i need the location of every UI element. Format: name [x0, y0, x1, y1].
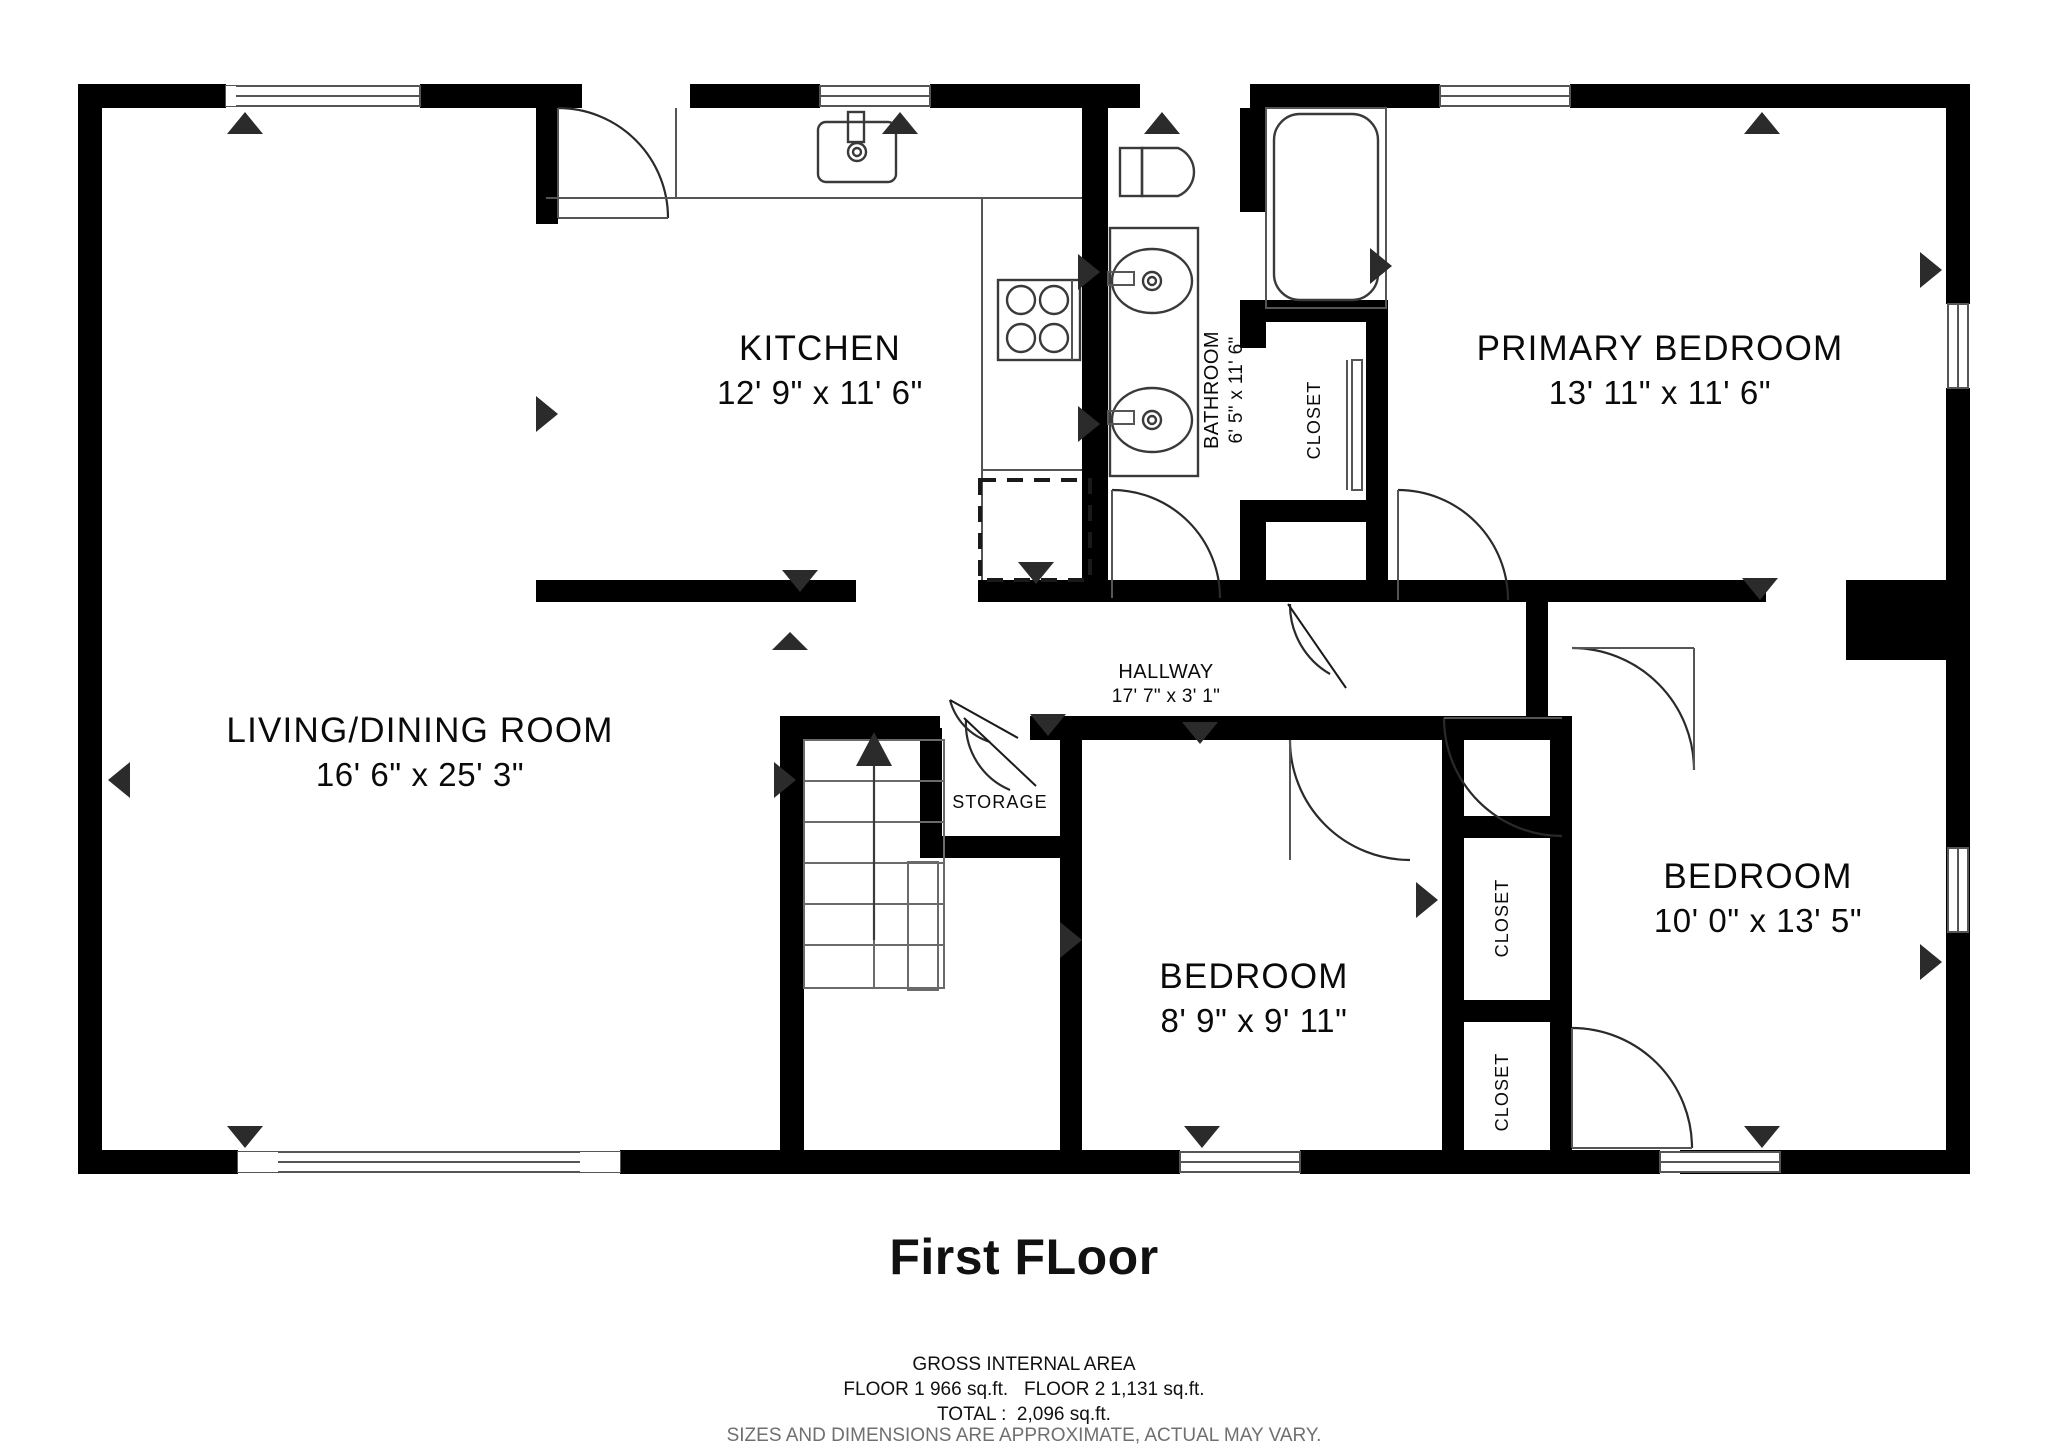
small-space-labels: CLOSET STORAGE CLOSET CLOSET [952, 381, 1512, 1132]
kitchen-sink-icon [816, 110, 898, 184]
total-area-line: TOTAL : 2,096 sq.ft. [937, 1404, 1111, 1425]
room-label-bedroom-2: BEDROOM [1159, 957, 1348, 996]
room-label-living-dining: LIVING/DINING ROOM [226, 711, 613, 750]
sink-icon [1107, 386, 1194, 454]
floor-areas-line: FLOOR 1 966 sq.ft. FLOOR 2 1,131 sq.ft. [843, 1379, 1205, 1400]
disclaimer-text: SIZES AND DIMENSIONS ARE APPROXIMATE, AC… [726, 1425, 1322, 1446]
room-label-kitchen: KITCHEN [739, 329, 901, 368]
room-label-bathroom: BATHROOM [1201, 331, 1223, 449]
window-group [225, 85, 1969, 1173]
room-dim-primary-bedroom: 13' 11" x 11' 6" [1549, 374, 1771, 411]
marker-group [108, 112, 1942, 1148]
toilet-icon [1118, 146, 1196, 198]
room-label-hallway: HALLWAY [1118, 661, 1213, 683]
gross-internal-area-block: GROSS INTERNAL AREA FLOOR 1 966 sq.ft. F… [0, 1352, 2048, 1427]
closet-label-lower: CLOSET [1492, 1053, 1512, 1132]
room-dim-hallway: 17' 7" x 3' 1" [1112, 686, 1220, 707]
bathtub-icon [1265, 107, 1387, 309]
room-dim-living-dining: 16' 6" x 25' 3" [316, 756, 524, 793]
vanity-counter [1108, 226, 1200, 478]
gross-area-label: GROSS INTERNAL AREA [912, 1354, 1136, 1375]
refrigerator-outline-icon [978, 478, 1092, 582]
fixture-group [546, 107, 1387, 991]
staircase-icon [803, 732, 945, 991]
stove-icon [996, 278, 1082, 362]
wall-group [78, 84, 1970, 1174]
room-dim-bedroom-3: 10' 0" x 13' 5" [1654, 902, 1862, 939]
room-labels: KITCHEN 12' 9" x 11' 6" BATHROOM 6' 5" x… [226, 329, 1862, 1039]
page-title: First FLoor [889, 1229, 1159, 1285]
room-dim-bedroom-2: 8' 9" x 9' 11" [1161, 1002, 1348, 1039]
door-group [557, 106, 1696, 1149]
sink-icon [1107, 247, 1194, 315]
closet-label-upper: CLOSET [1492, 879, 1512, 958]
room-dim-bathroom: 6' 5" x 11' 6" [1226, 337, 1247, 444]
storage-label: STORAGE [952, 792, 1047, 812]
room-label-primary-bedroom: PRIMARY BEDROOM [1477, 329, 1844, 368]
room-label-bedroom-3: BEDROOM [1663, 857, 1852, 896]
closet-label-primary: CLOSET [1304, 381, 1324, 460]
room-dim-kitchen: 12' 9" x 11' 6" [717, 374, 923, 411]
